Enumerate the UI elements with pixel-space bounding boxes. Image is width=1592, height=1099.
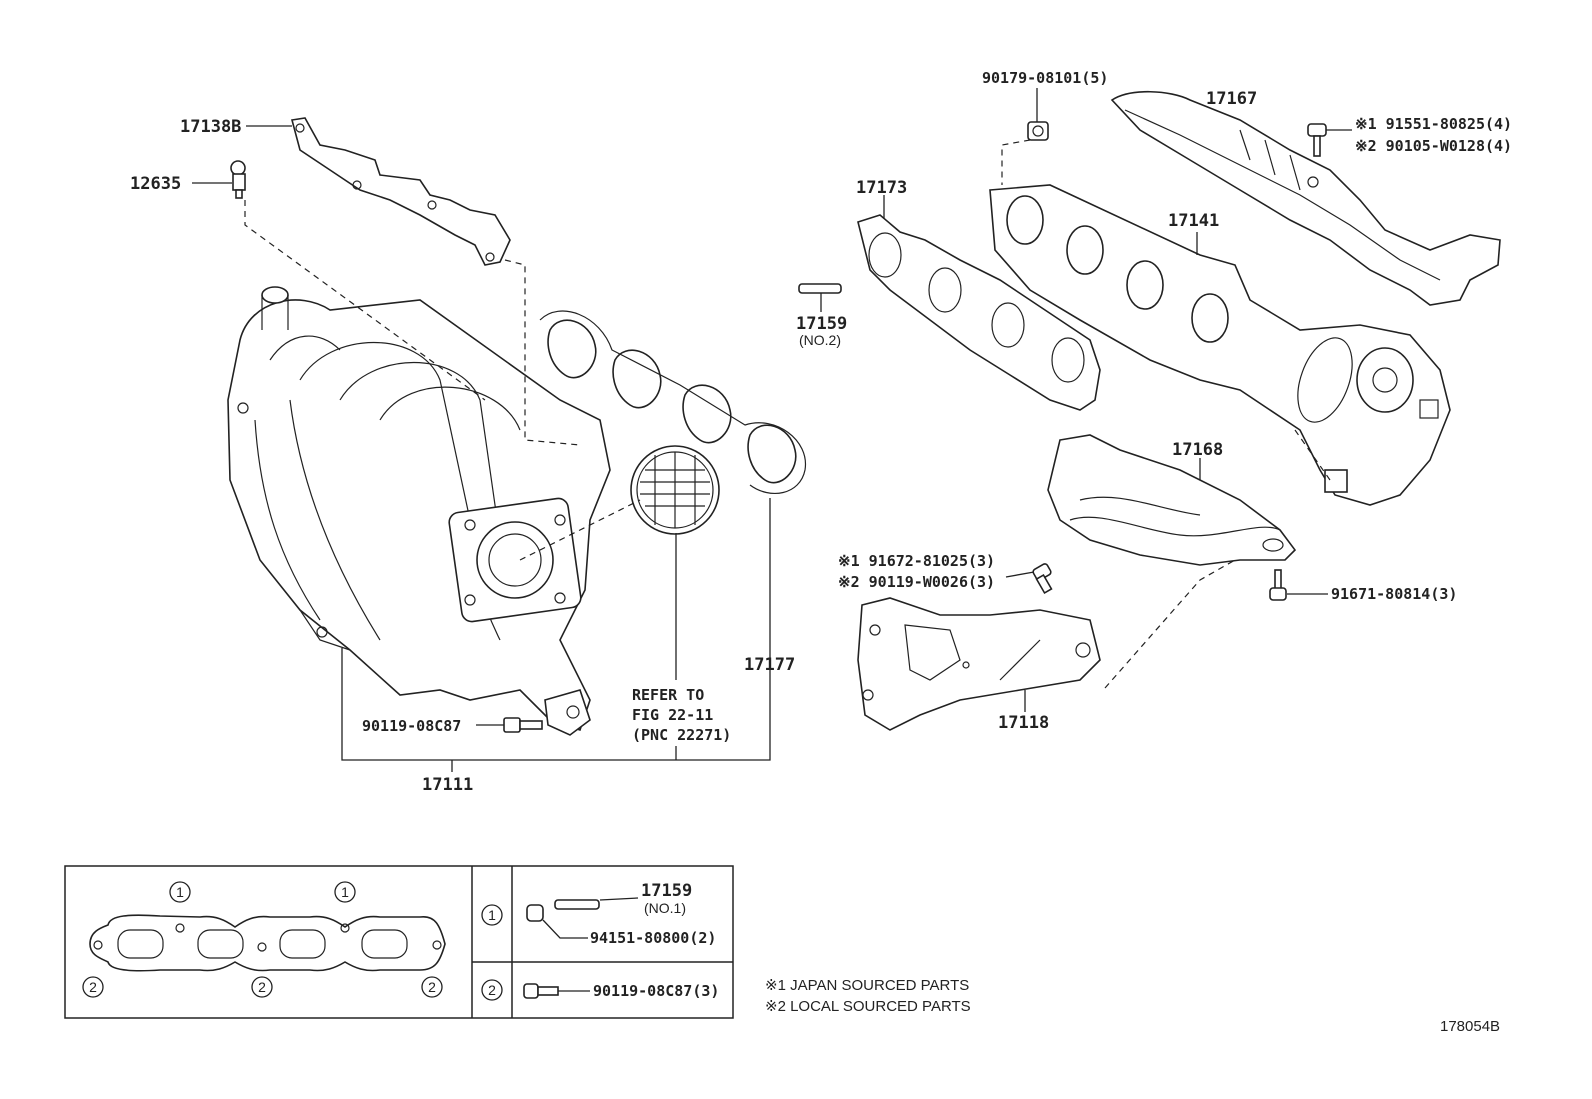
refer-to-line3: (PNC 22271): [632, 726, 731, 744]
inset-stud-drawing: [554, 899, 600, 910]
part-label-17177: 17177: [744, 655, 795, 675]
part-label-90179-08101: 90179-08101(5): [982, 69, 1108, 87]
plug-12635-drawing: [230, 160, 246, 199]
part-label-17168: 17168: [1172, 440, 1223, 460]
part-label-17111: 17111: [422, 775, 473, 795]
stud-17159-no2-drawing: [798, 283, 842, 294]
circle-label: 1: [341, 884, 349, 900]
dashed-line: [519, 499, 641, 561]
exhaust-manifold-17141-drawing: [989, 184, 1451, 506]
bracket-17118-drawing: [857, 597, 1101, 731]
circle-label: 2: [258, 979, 266, 995]
inset-bolt-drawing: [523, 983, 559, 999]
inset-label-94151-80800: 94151-80800(2): [590, 929, 716, 947]
part-label-90105-w0128: ※2 90105-W0128(4): [1355, 137, 1512, 155]
part-label-17173: 17173: [856, 178, 907, 198]
part-label-17138b: 17138B: [180, 117, 241, 137]
part-label-91551-80825: ※1 91551-80825(4): [1355, 115, 1512, 133]
part-label-17159-no2-sub: (NO.2): [799, 332, 841, 348]
circle-label: 2: [428, 979, 436, 995]
note-japan-sourced: ※1 JAPAN SOURCED PARTS: [765, 977, 969, 994]
circle-label: 1: [488, 907, 496, 923]
note-local-sourced: ※2 LOCAL SOURCED PARTS: [765, 998, 971, 1015]
circle-label: 1: [176, 884, 184, 900]
heat-insulator-17168-drawing: [1047, 434, 1297, 566]
inset-circle-marker: 2: [421, 976, 443, 998]
figure-id: 178054B: [1440, 1018, 1500, 1035]
inset-label-90119-08c87-3: 90119-08C87(3): [593, 982, 719, 1000]
leader-line: [341, 498, 771, 761]
dashed-line: [1001, 139, 1031, 185]
part-label-91672-81025: ※1 91672-81025(3): [838, 552, 995, 570]
bracket-17138b-drawing: [290, 117, 511, 266]
bolt-90119-08c87-drawing: [503, 717, 543, 733]
inset-circle-marker: 1: [334, 881, 356, 903]
part-label-17118: 17118: [998, 713, 1049, 733]
bolt-91551-drawing: [1307, 123, 1327, 157]
part-label-17141: 17141: [1168, 211, 1219, 231]
circle-label: 2: [488, 982, 496, 998]
dashed-line: [244, 200, 486, 401]
bolt-91672-drawing: [1032, 563, 1053, 595]
refer-to-line2: FIG 22-11: [632, 706, 713, 724]
part-label-91671-80814: 91671-80814(3): [1331, 585, 1457, 603]
leader-line: [1005, 571, 1035, 578]
leader-line: [542, 919, 588, 939]
inset-circle-marker: 1: [169, 881, 191, 903]
part-label-90119-w0026: ※2 90119-W0026(3): [838, 573, 995, 591]
inset-row-marker-2: 2: [481, 979, 503, 1001]
heat-insulator-17167-drawing: [1110, 90, 1501, 306]
part-label-90119-08c87: 90119-08C87: [362, 717, 461, 735]
inset-gasket-drawing: [89, 914, 446, 972]
inset-label-17159: 17159: [641, 881, 692, 901]
part-label-17167: 17167: [1206, 89, 1257, 109]
intake-manifold-drawing: [227, 286, 611, 736]
inset-row-marker-1: 1: [481, 904, 503, 926]
gasket-17173-drawing: [857, 214, 1101, 411]
inset-label-17159-sub: (NO.1): [644, 900, 686, 916]
part-label-17159-no2: 17159: [796, 314, 847, 334]
refer-to-line1: REFER TO: [632, 686, 704, 704]
inset-nut-drawing: [526, 904, 544, 922]
nut-90179-drawing: [1027, 121, 1049, 141]
inset-circle-marker: 2: [82, 976, 104, 998]
bolt-91671-drawing: [1269, 569, 1287, 601]
dashed-line: [1104, 559, 1236, 689]
throttle-gasket-drawing: [630, 445, 720, 535]
gasket-17177-drawing: [539, 310, 807, 494]
circle-label: 2: [89, 979, 97, 995]
inset-circle-marker: 2: [251, 976, 273, 998]
dashed-line: [504, 259, 581, 446]
leader-line: [599, 897, 639, 901]
part-label-12635: 12635: [130, 174, 181, 194]
inset-legend-box: [64, 865, 734, 1019]
